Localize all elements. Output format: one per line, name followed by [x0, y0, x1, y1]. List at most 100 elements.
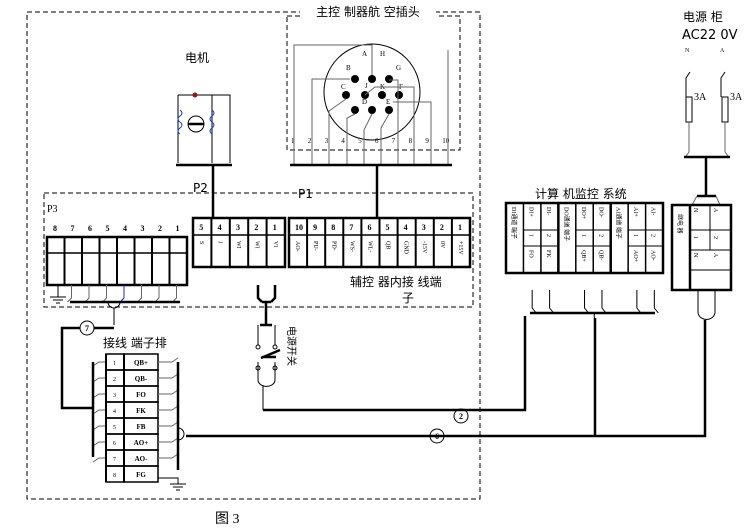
strip-signal: FK: [136, 407, 146, 415]
strip-wire: [92, 425, 106, 431]
strip-wire: [158, 357, 179, 363]
cabinet-cell-bot: A: [712, 253, 718, 258]
terminal-number: 5: [199, 223, 203, 232]
terminal-number: 7: [71, 224, 75, 233]
strip-signal: FB: [137, 423, 146, 431]
plug-pin-number: 8: [409, 137, 413, 145]
plug-pin-number: 3: [325, 137, 329, 145]
terminal-number: 8: [331, 223, 335, 232]
terminal-signal: WI: [235, 241, 241, 249]
terminal-number: 2: [158, 224, 162, 233]
aux-terminal-title-1: 辅控 器内接 线端: [350, 274, 442, 289]
monitor-cell-top: DO+: [580, 207, 586, 220]
monitor-cell-top: AI+: [632, 207, 638, 217]
monitor-title: 计算 机监控 系统: [535, 186, 627, 201]
plug-pin: [385, 106, 393, 114]
power-switch-label: 电源开关: [285, 326, 298, 366]
terminal-number: 6: [367, 223, 371, 232]
plug-pin: [395, 91, 403, 99]
plug-pin: [342, 91, 350, 99]
p3-label: P3: [47, 204, 58, 215]
terminal-number: 5: [106, 224, 110, 233]
plug-wire: [328, 98, 347, 165]
terminal-signal: VI: [272, 241, 278, 247]
plug-wire: [393, 101, 432, 165]
terminal-number: 5: [386, 223, 390, 232]
cabinet-cell-top: A: [712, 208, 718, 213]
cabinet-cell-mid: 2: [712, 236, 718, 239]
strip-number: 1: [113, 361, 116, 367]
monitor-wire: [601, 290, 607, 314]
strip-number: 3: [113, 393, 116, 399]
p3-wire: [172, 285, 177, 303]
ground-icon: [158, 477, 186, 491]
fuses: [684, 71, 730, 206]
monitor-wire: [636, 290, 642, 314]
strip-number: 5: [113, 425, 116, 431]
cable-7-label: 7: [85, 324, 89, 333]
terminal-number: 1: [458, 223, 462, 232]
plug-pin-number: 1: [291, 137, 295, 145]
p3-wire: [67, 285, 72, 303]
strip-number: 7: [113, 457, 116, 463]
terminal-strip-title: 接线 端子排: [103, 335, 167, 350]
plug-pin-number: 9: [425, 137, 429, 145]
plug-pin: [368, 106, 376, 114]
terminal-number: 6: [88, 224, 92, 233]
strip-wire: [158, 421, 179, 427]
terminal-number: 1: [176, 224, 180, 233]
terminal-number: 4: [404, 223, 408, 232]
plug-pin-label: D: [362, 98, 367, 106]
plug-pin-number: 6: [375, 137, 379, 145]
terminal-signal: GND: [403, 241, 409, 255]
strip-signal: QB+: [134, 359, 148, 367]
strip-wire: [92, 441, 106, 447]
cabinet-block-name: 继电 器: [676, 214, 684, 234]
strip-wire: [158, 405, 179, 411]
plug-frame: [286, 15, 461, 151]
terminal-signal: QB: [385, 241, 391, 249]
power-cabinet-title: 电源 柜: [683, 10, 723, 24]
cable-2-label: 2: [459, 412, 463, 421]
p3-wire: [102, 285, 107, 303]
terminal-number: 3: [141, 224, 145, 233]
monitor-cell-bot: QB-: [597, 250, 603, 260]
monitor-cell-top: AI-: [650, 207, 656, 215]
terminal-number: 9: [313, 223, 317, 232]
strip-number: 4: [113, 409, 116, 415]
plug-pin: [351, 106, 359, 114]
cable-6-marker: [429, 428, 445, 444]
strip-signal: AO-: [135, 455, 149, 463]
terminal-number: 7: [349, 223, 353, 232]
aux-terminal-title-2: 子: [402, 291, 414, 305]
motor-symbol: [176, 92, 232, 220]
cabinet-box: [670, 203, 733, 292]
strip-wire: [158, 389, 179, 395]
plug-pin-number: 7: [392, 137, 396, 145]
monitor-box: [504, 201, 665, 275]
terminal-number: 2: [440, 223, 444, 232]
terminal-signal: PD-: [330, 241, 336, 251]
monitor-cell-top: DI+: [527, 207, 533, 217]
terminal-number: 3: [422, 223, 426, 232]
phase-a-label: A: [720, 48, 725, 54]
monitor-wire: [584, 290, 589, 314]
strip-wire: [92, 393, 106, 399]
plug-pin-label: A: [362, 50, 367, 58]
strip-signal: QB-: [135, 375, 148, 383]
strip-wire: [158, 453, 179, 459]
p3-wire: [84, 285, 90, 303]
plug-pin-number: 5: [358, 137, 362, 145]
plug-pin-label: C: [341, 83, 346, 91]
monitor-cell-bot: QB+: [580, 250, 586, 262]
monitor-cell-mid: 2: [597, 234, 603, 237]
terminal-block: [191, 216, 287, 269]
power-switch[interactable]: [255, 285, 281, 410]
plug-pin-number: 4: [341, 137, 345, 145]
plug-pin-number: 10: [442, 137, 450, 145]
cable-6-label: 6: [435, 432, 439, 441]
p1-terminal: 10AO-9PU-8PD-7WS-6WL-5QB4GND3-15V20V1+15…: [287, 216, 472, 269]
